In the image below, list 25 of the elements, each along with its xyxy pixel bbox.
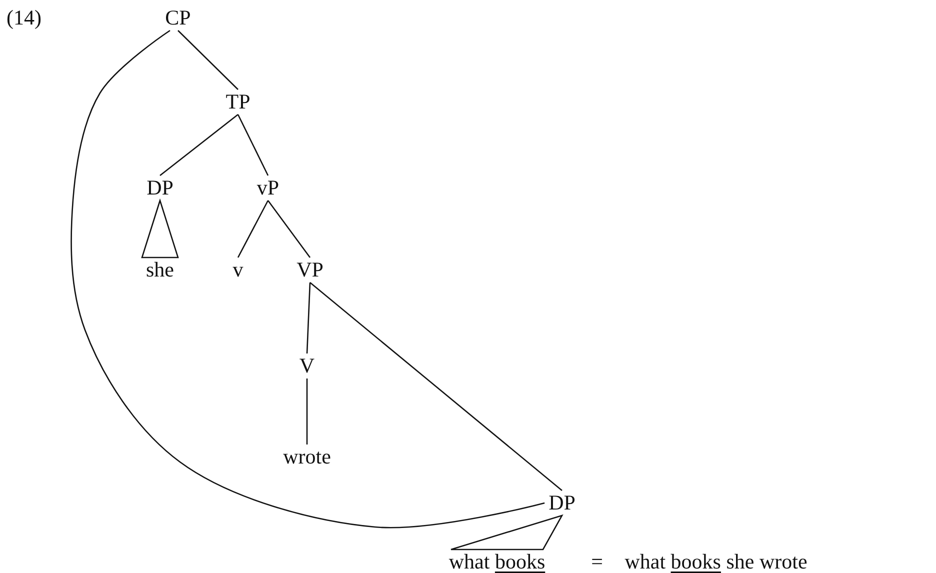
category-label: CP [162, 6, 194, 30]
equals-sign: = [590, 550, 604, 573]
phrase-label: what books she wrote [624, 550, 808, 573]
category-label: vP [254, 176, 282, 200]
movement-curve [70, 30, 545, 528]
word-label: she [143, 258, 177, 282]
branch-line [310, 282, 562, 491]
branch-line [237, 200, 269, 258]
branch-line [160, 114, 238, 176]
branch-line [267, 200, 311, 258]
example-number: (14) [6, 6, 42, 30]
branch-line [178, 30, 238, 90]
triangle-roof [450, 514, 564, 550]
category-label: TP [222, 90, 254, 114]
word-label: wrote [280, 446, 334, 468]
category-label: VP [294, 258, 326, 282]
category-label: DP [144, 176, 176, 200]
category-label: V [296, 354, 318, 378]
triangle-roof [141, 198, 179, 258]
category-label: v [230, 258, 246, 282]
category-label: DP [546, 492, 578, 514]
phrase-label: what books [446, 550, 548, 573]
branch-line [306, 282, 311, 354]
branch-line [306, 378, 308, 444]
branch-line [237, 114, 269, 176]
